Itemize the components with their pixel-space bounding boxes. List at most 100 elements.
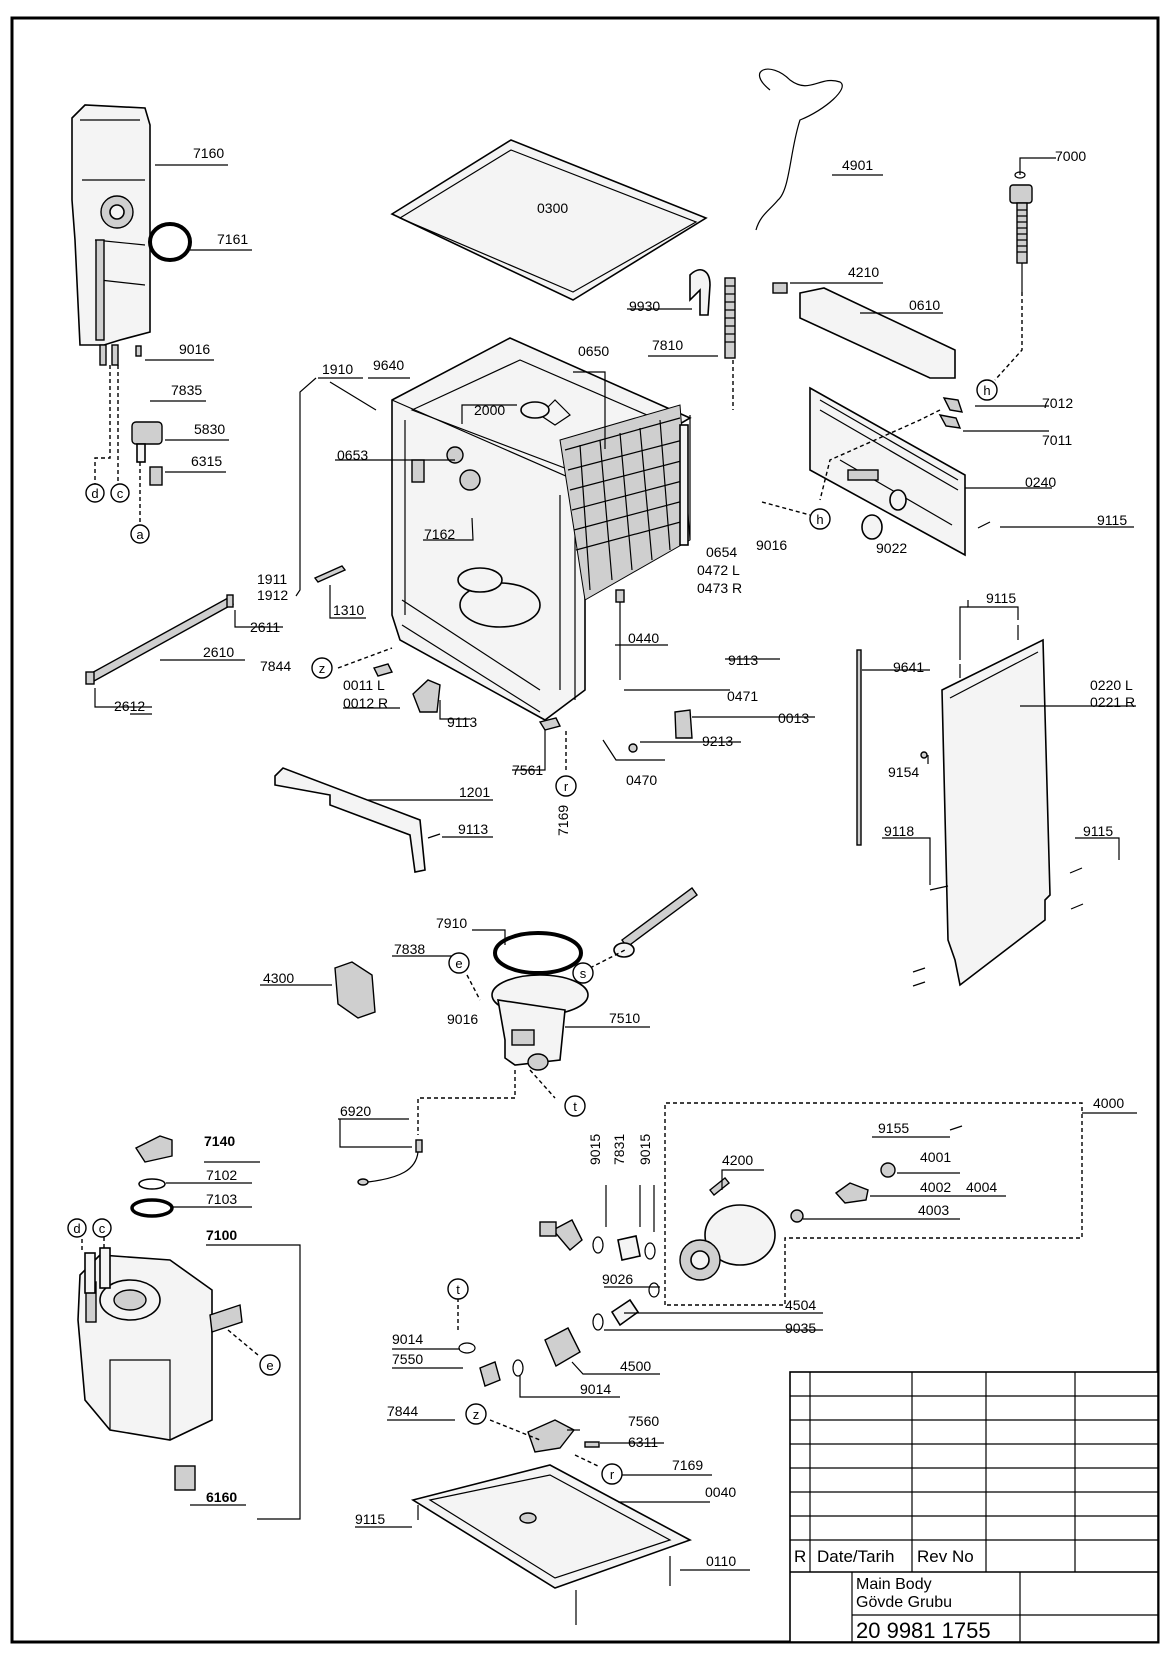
part-6315-block: [149, 466, 163, 486]
part-9118-screw: [929, 885, 949, 891]
dashed-connectors: [81, 292, 1023, 1468]
title-block-name-en: Main Body: [856, 1576, 932, 1593]
title-block-date-header: Date/Tarih: [817, 1547, 894, 1566]
label-9022: 9022: [876, 540, 907, 556]
part-0240-plate: [809, 386, 966, 557]
label-4002: 4002: [920, 1179, 951, 1195]
part-2000-tub: [391, 337, 692, 721]
label-0654: 0654: [706, 544, 737, 560]
label-1910: 1910: [322, 361, 353, 377]
callout-c-lower: c: [92, 1218, 112, 1238]
label-9014a: 9014: [392, 1331, 423, 1347]
part-9640-strip: [329, 381, 377, 411]
part-9113c-screw: [427, 833, 441, 839]
part-4901-cable: [755, 68, 843, 231]
title-block-revno-header: Rev No: [917, 1547, 974, 1566]
svg-text:c: c: [99, 1221, 106, 1236]
label-4001: 4001: [920, 1149, 951, 1165]
label-7169a: 7169: [555, 805, 571, 836]
part-9115c2-screw: [1070, 903, 1084, 910]
part-1910-strip: [295, 377, 317, 597]
label-2000: 2000: [474, 402, 505, 418]
label-7012: 7012: [1042, 395, 1073, 411]
title-block-drawing-number: 20 9981 1755: [856, 1618, 991, 1643]
svg-text:r: r: [610, 1467, 615, 1482]
part-7011-clip: [938, 414, 962, 429]
part-9115c-screw: [1069, 867, 1083, 874]
label-7561: 7561: [512, 762, 543, 778]
label-7810: 7810: [652, 337, 683, 353]
label-7100: 7100: [206, 1227, 237, 1243]
label-1201: 1201: [459, 784, 490, 800]
part-7000-inlet-hose: [1009, 171, 1033, 292]
part-7810-hose: [724, 277, 736, 359]
label-7910: 7910: [436, 915, 467, 931]
label-0610: 0610: [909, 297, 940, 313]
part-0011-bracket: [412, 679, 441, 713]
part-7510-sump: [491, 974, 589, 1071]
group-4000-boundary: [664, 1102, 1083, 1306]
callout-s: s: [572, 962, 594, 984]
label-0240: 0240: [1025, 474, 1056, 490]
label-9026: 9026: [602, 1271, 633, 1287]
drawing-frame: [10, 16, 1160, 1644]
part-6920-sensor: [357, 1139, 423, 1186]
label-7140: 7140: [204, 1133, 235, 1149]
part-9641-strip: [856, 649, 862, 846]
label-9115a: 9115: [1097, 512, 1127, 528]
part-7103-ring: [130, 1198, 174, 1218]
callout-z-upper: z: [311, 657, 333, 679]
callout-circles: d c a h h z r e s t d c e t z r: [67, 379, 998, 1485]
callout-a: a: [130, 524, 150, 544]
svg-text:e: e: [455, 956, 462, 971]
label-1912: 1912: [257, 587, 288, 603]
label-9113a: 9113: [447, 714, 477, 730]
label-7835: 7835: [171, 382, 202, 398]
label-4000: 4000: [1093, 1095, 1124, 1111]
label-6311: 6311: [628, 1434, 658, 1450]
label-2611: 2611: [250, 619, 280, 635]
part-7102-ring: [138, 1178, 166, 1190]
part-hose-assembly: [458, 1219, 660, 1387]
label-0012: 0012 R: [343, 695, 388, 711]
label-4200: 4200: [722, 1152, 753, 1168]
part-2610-rail: [86, 597, 235, 682]
label-4003: 4003: [918, 1202, 949, 1218]
svg-text:h: h: [816, 512, 823, 527]
part-7012-clip: [942, 397, 964, 413]
part-screw-a: [912, 967, 926, 973]
part-4003-washer: [790, 1209, 804, 1223]
label-4901: 4901: [842, 157, 873, 173]
callout-t-upper: t: [564, 1095, 586, 1117]
label-0440: 0440: [628, 630, 659, 646]
label-9118: 9118: [884, 823, 914, 839]
label-4500: 4500: [620, 1358, 651, 1374]
callout-d-upper: d: [85, 483, 105, 503]
svg-text:a: a: [136, 527, 144, 542]
part-6160-component: [174, 1465, 196, 1491]
label-0650: 0650: [578, 343, 609, 359]
svg-text:t: t: [573, 1099, 577, 1114]
part-2612-end: [85, 671, 95, 685]
label-7162: 7162: [424, 526, 455, 542]
label-9113c: 9113: [458, 821, 488, 837]
part-1310-strip: [313, 565, 347, 583]
part-6311-pin: [584, 1441, 600, 1448]
label-2610: 2610: [203, 644, 234, 660]
part-4200-component: [709, 1177, 730, 1196]
label-0471: 0471: [727, 688, 758, 704]
label-7844b: 7844: [387, 1403, 418, 1419]
label-9015b: 9015: [637, 1134, 653, 1165]
part-9154-washer: [920, 751, 928, 759]
svg-text:h: h: [983, 383, 990, 398]
label-9115d: 9115: [355, 1511, 385, 1527]
label-6160: 6160: [206, 1489, 237, 1505]
part-9213-washer: [628, 743, 638, 753]
label-0011: 0011 L: [343, 677, 385, 693]
part-4002-bracket: [834, 1182, 869, 1204]
label-1911: 1911: [257, 571, 287, 587]
part-7910-ring: [493, 931, 583, 975]
part-1201-bracket: [274, 767, 426, 873]
title-block-rev-header: R: [794, 1547, 806, 1566]
callout-r-upper: r: [555, 775, 577, 797]
